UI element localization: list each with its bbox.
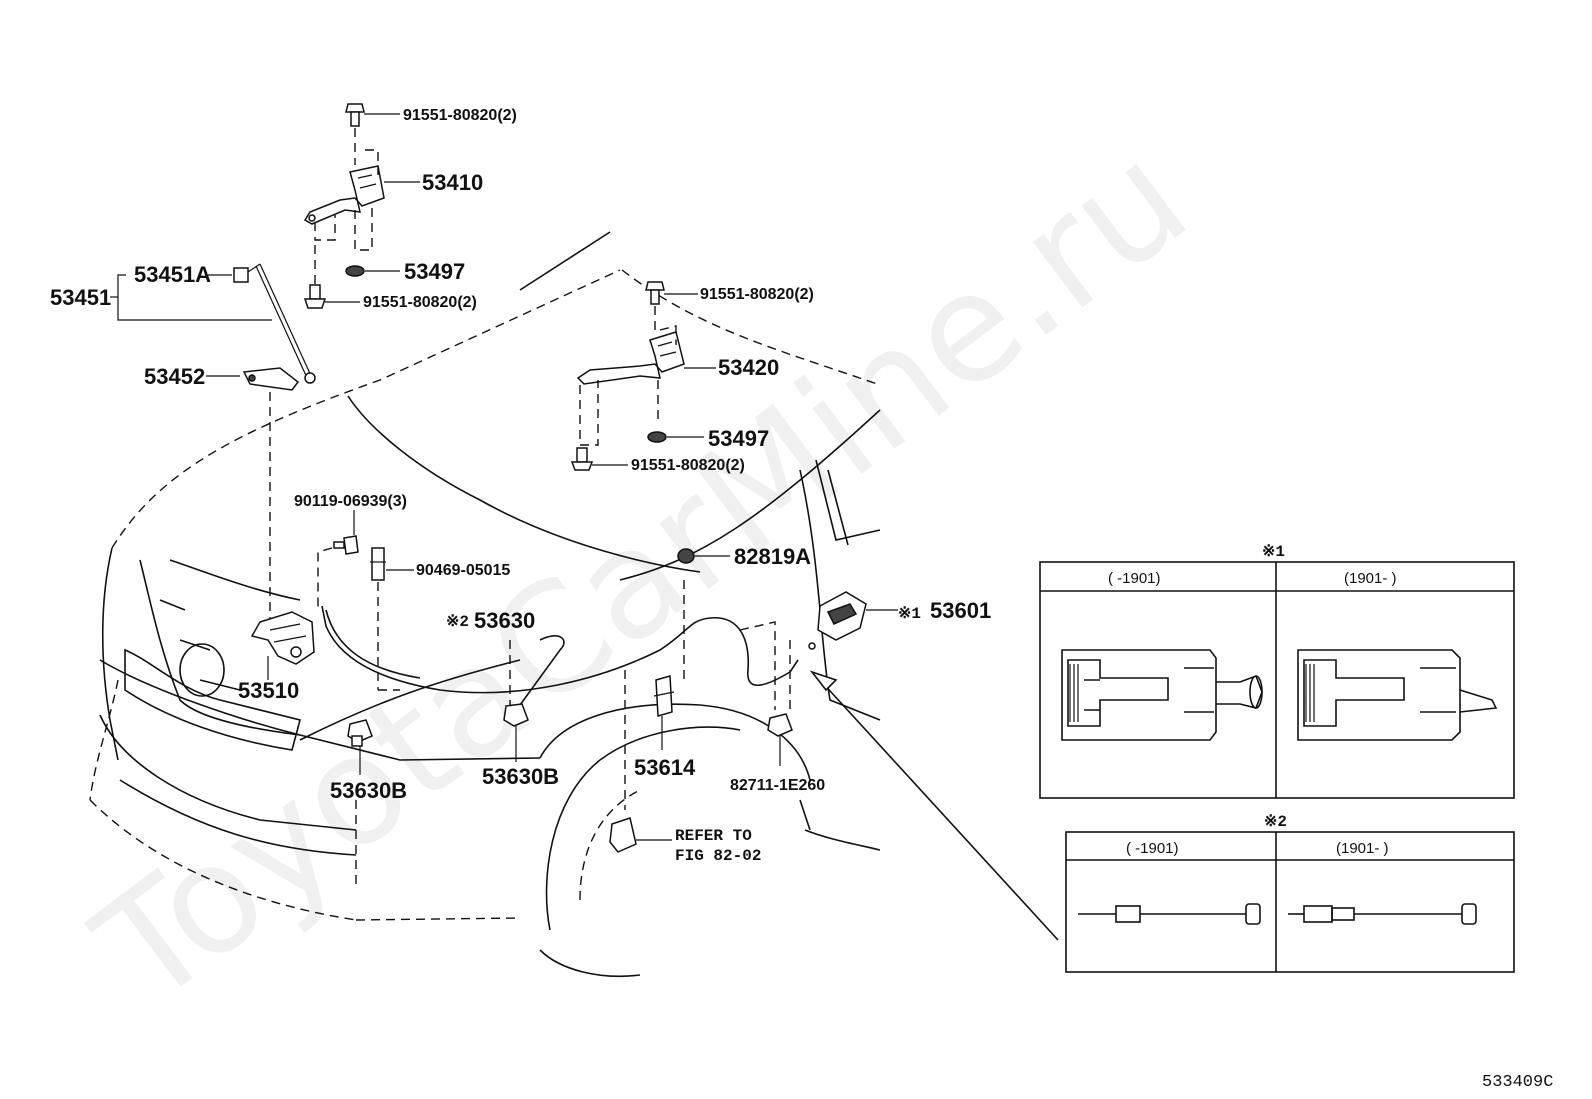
label-clamp-mid: 53630B <box>482 764 559 789</box>
table2-col1-header: ( -1901) <box>1126 840 1179 857</box>
figure-code: 533409C <box>1482 1073 1553 1092</box>
label-cable-mark: ※2 <box>446 613 469 631</box>
hinge-rh[interactable] <box>576 331 685 385</box>
cushion[interactable] <box>677 548 695 564</box>
label-refer-line2: FIG 82-02 <box>675 847 761 865</box>
label-lever-mark: ※1 <box>898 605 921 623</box>
label-clamp-82711: 82711-1E260 <box>730 777 825 794</box>
clamp-53614[interactable] <box>653 675 675 717</box>
hood-lock[interactable] <box>250 611 315 665</box>
watermark: ToyotaCarMine.ru <box>66 111 1218 1039</box>
label-bolt-lower-lh: 91551-80820(2) <box>363 294 477 311</box>
clip-90469[interactable] <box>370 547 386 581</box>
hood-hinge-rh-group: 91551-80820(2) 53420 53497 91551-80820(2… <box>570 281 814 474</box>
label-support-rod: 53451A <box>134 262 211 287</box>
clamp-mid[interactable] <box>503 703 529 727</box>
label-refer-line1: REFER TO <box>675 827 752 845</box>
release-lever[interactable] <box>808 591 867 650</box>
label-bolt-lower-rh: 91551-80820(2) <box>631 457 745 474</box>
label-washer-rh: 53497 <box>708 426 769 451</box>
table1-col1-header: ( -1901) <box>1108 570 1161 587</box>
variant-table-cable: ※2 ( -1901) (1901- ) <box>1065 813 1515 973</box>
bolt-lower-rh[interactable] <box>570 447 594 471</box>
label-hinge-lh: 53410 <box>422 170 483 195</box>
washer-lh[interactable] <box>345 265 365 277</box>
label-clamp-53614: 53614 <box>634 755 696 780</box>
bolt-lower-lh[interactable] <box>303 284 327 309</box>
support-rod[interactable] <box>233 263 316 384</box>
label-lever: 53601 <box>930 598 991 623</box>
hood-support-rod-group: 53451A 53451 53452 <box>50 262 316 620</box>
label-bolt-top-rh: 91551-80820(2) <box>700 286 814 303</box>
variant-table-lever: ※1 ( -1901) (1901- ) <box>1039 543 1515 799</box>
hinge-lh[interactable] <box>303 165 385 225</box>
label-clip-90469: 90469-05015 <box>416 562 510 579</box>
label-screw: 90119-06939(3) <box>294 493 407 510</box>
lever-variant-old <box>1061 649 1263 741</box>
label-cable: 53630 <box>474 608 535 633</box>
table2-col2-header: (1901- ) <box>1336 840 1389 857</box>
clamp-left[interactable] <box>347 719 373 747</box>
rod-holder[interactable] <box>242 367 300 391</box>
clamp-82711[interactable] <box>767 713 793 737</box>
label-rod-holder: 53452 <box>144 364 205 389</box>
cable-variant-old <box>1078 903 1261 925</box>
fender-liner-clip[interactable] <box>609 817 637 853</box>
label-support-rod-parent: 53451 <box>50 285 111 310</box>
label-hood-lock: 53510 <box>238 678 299 703</box>
label-cushion: 82819A <box>734 544 811 569</box>
hood-hinge-lh-group: 91551-80820(2) 53410 53497 91551-80820(2… <box>303 103 517 311</box>
label-clamp-left: 53630B <box>330 778 407 803</box>
table1-col2-header: (1901- ) <box>1344 570 1397 587</box>
bolt-top-rh[interactable] <box>645 281 665 305</box>
label-bolt-top-lh: 91551-80820(2) <box>403 107 517 124</box>
screw[interactable] <box>333 535 359 555</box>
car-body-outline <box>89 231 881 978</box>
washer-rh[interactable] <box>647 431 667 443</box>
cable-variant-new <box>1288 903 1477 925</box>
hood-release-cable[interactable] <box>321 605 799 694</box>
hood-lock-group: 90119-06939(3) 90469-05015 53510 ※2 5363… <box>238 493 1059 941</box>
bolt-top-lh[interactable] <box>345 103 365 127</box>
table1-mark: ※1 <box>1262 543 1285 561</box>
lever-variant-new <box>1297 649 1498 741</box>
label-hinge-rh: 53420 <box>718 355 779 380</box>
table2-mark: ※2 <box>1264 813 1287 831</box>
label-washer-lh: 53497 <box>404 259 465 284</box>
